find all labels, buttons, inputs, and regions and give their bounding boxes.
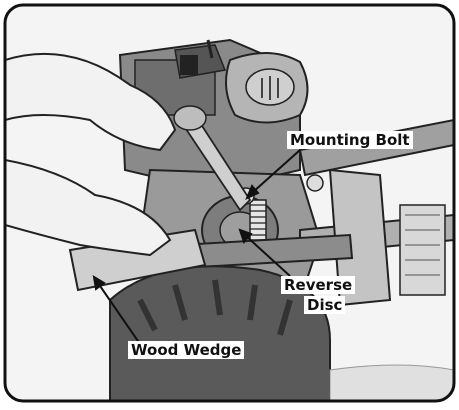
mounting-bolt-label: Mounting Bolt <box>287 131 413 149</box>
reverse-disc-label-line2: Disc <box>304 296 345 314</box>
engine-cover <box>226 53 308 123</box>
wood-wedge-label: Wood Wedge <box>128 341 244 359</box>
reverse-disc-label-line1: Reverse <box>281 276 355 294</box>
